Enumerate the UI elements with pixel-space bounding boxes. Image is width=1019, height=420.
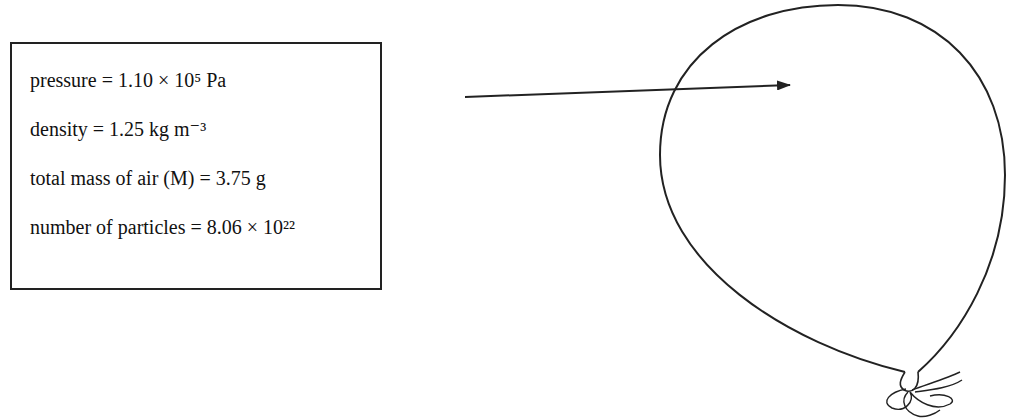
- data-box: pressure = 1.10 × 10⁵ Pa density = 1.25 k…: [10, 42, 382, 290]
- leader-arrow: [465, 85, 790, 97]
- quantity-line: pressure = 1.10 × 10⁵ Pa: [30, 68, 362, 92]
- quantity-line: total mass of air (M) = 3.75 g: [30, 166, 362, 190]
- balloon-outline: [660, 5, 1005, 372]
- quantity-line: density = 1.25 kg m⁻³: [30, 117, 362, 141]
- quantity-line: number of particles = 8.06 × 10²²: [30, 215, 362, 239]
- balloon-ribbon: [904, 372, 962, 417]
